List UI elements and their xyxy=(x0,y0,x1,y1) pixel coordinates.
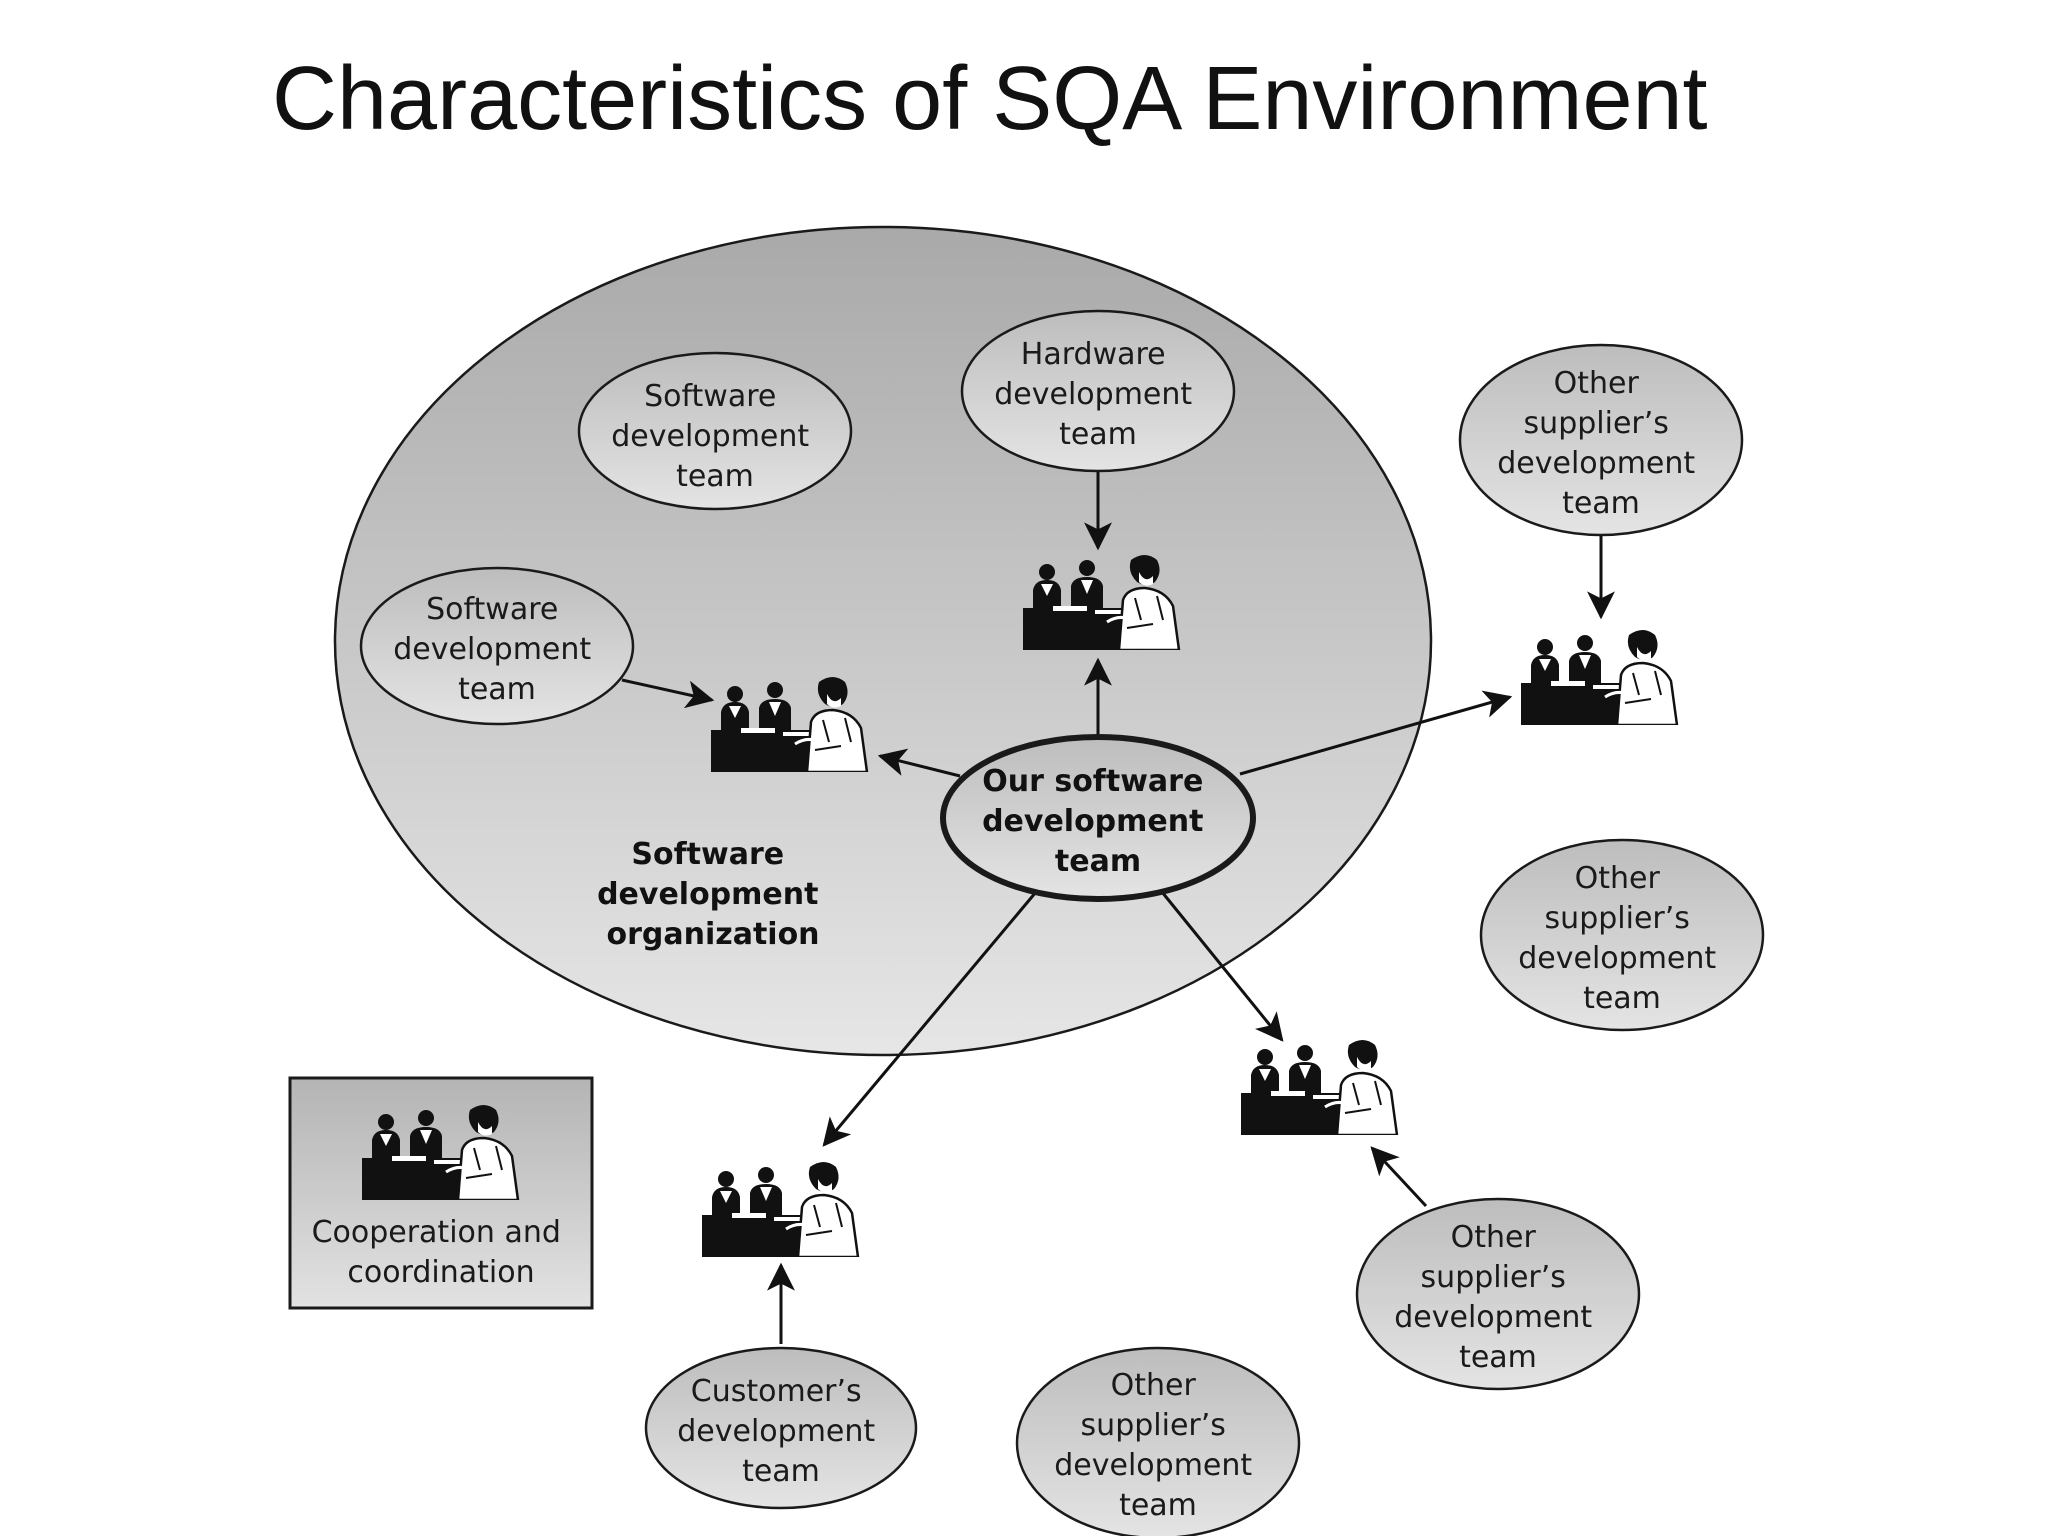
node-other-supplier-3-label: Other supplier’s development team xyxy=(1394,1220,1601,1375)
node-customer-team-label: Customer’s development team xyxy=(677,1374,884,1489)
edge-our-team-to-meeting-sw xyxy=(877,748,961,778)
slide-title: Characteristics of SQA Environment xyxy=(272,49,1708,149)
node-sw-team-1 xyxy=(577,351,853,511)
meeting-icon-customer xyxy=(702,1160,860,1257)
edge-our-team-to-meeting-customer xyxy=(822,891,1038,1147)
node-other-supplier-2 xyxy=(1479,838,1765,1032)
meeting-icon-supplier-2 xyxy=(1241,1038,1399,1135)
node-our-team-label: Our software development team xyxy=(982,764,1214,879)
node-hw-team xyxy=(960,309,1236,473)
node-sw-team-2 xyxy=(359,566,635,726)
edge-our-team-to-meeting-supplier-1 xyxy=(1239,690,1513,776)
node-sw-team-2-label: Software development team xyxy=(393,592,600,707)
edge-sw-team-to-meeting-sw xyxy=(621,678,715,709)
node-our-team xyxy=(940,734,1256,902)
meeting-icon-supplier-1 xyxy=(1521,628,1679,725)
legend-label: Cooperation and coordination xyxy=(312,1215,571,1290)
diagram-edges xyxy=(621,470,1615,1344)
node-other-supplier-4 xyxy=(1015,1346,1301,1536)
node-other-supplier-3 xyxy=(1355,1197,1641,1391)
node-hw-team-label: Hardware development team xyxy=(994,337,1201,452)
edge-our-team-to-meeting-supplier-2 xyxy=(1160,891,1284,1042)
node-other-supplier-4-label: Other supplier’s development team xyxy=(1054,1368,1261,1523)
organization-label: Software development organization xyxy=(597,837,829,952)
node-other-supplier-2-label: Other supplier’s development team xyxy=(1518,861,1725,1016)
node-other-supplier-1-label: Other supplier’s development team xyxy=(1497,366,1704,521)
legend: Cooperation and coordination xyxy=(288,1076,594,1310)
node-other-supplier-1 xyxy=(1458,343,1744,537)
node-sw-team-1-label: Software development team xyxy=(611,379,818,494)
edge-supplier-3-to-meeting-supplier-2 xyxy=(1370,1146,1428,1208)
node-customer-team xyxy=(644,1346,918,1510)
